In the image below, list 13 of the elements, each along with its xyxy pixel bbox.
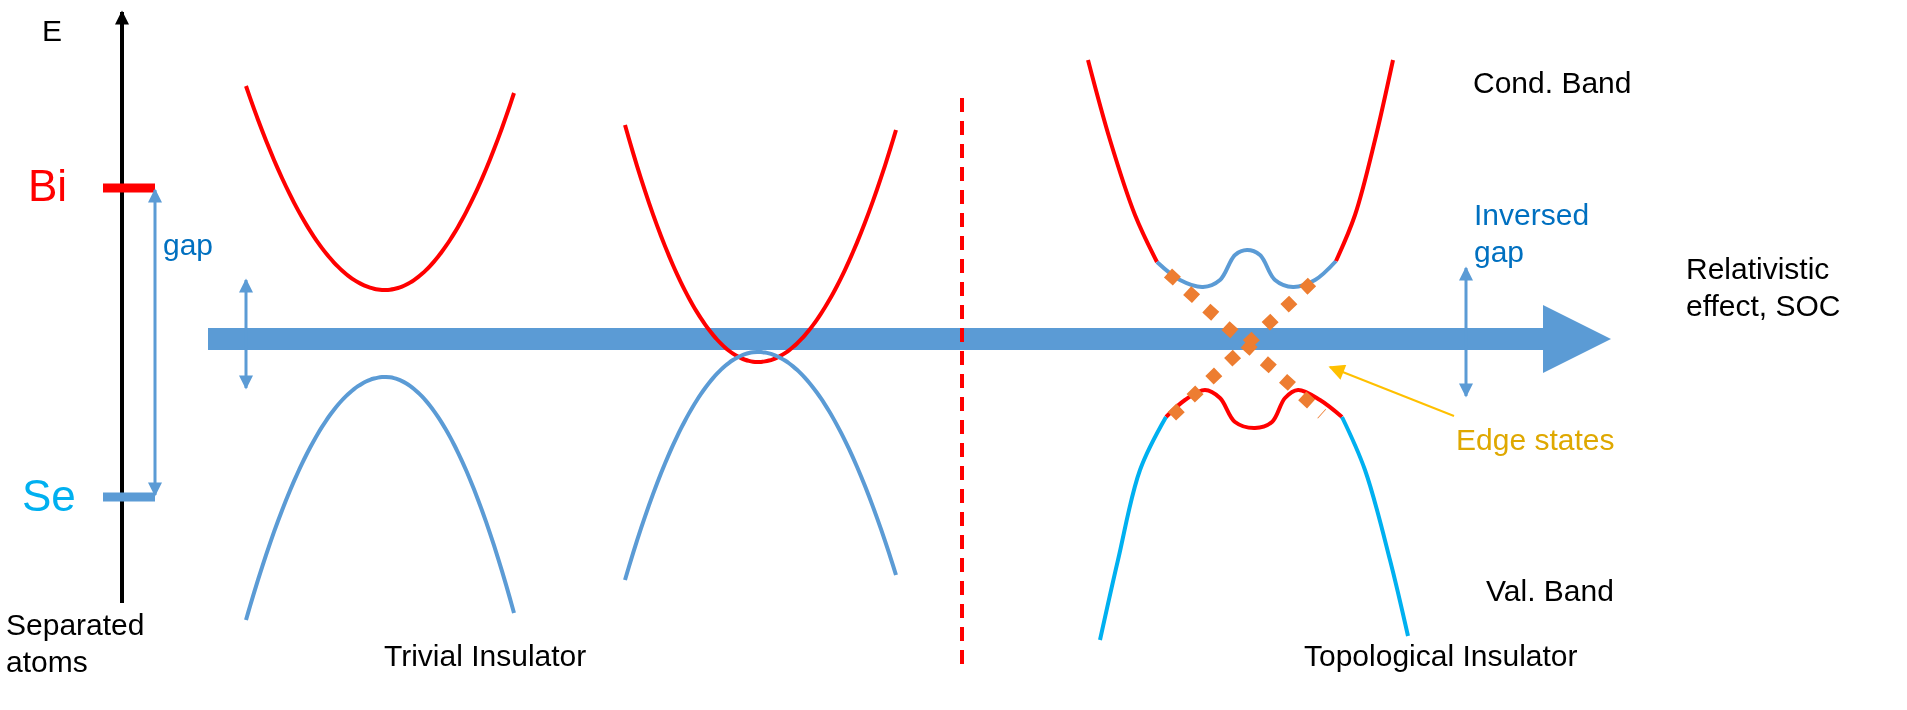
gap-label: gap bbox=[163, 227, 214, 263]
section-title: Topological Insulator bbox=[1304, 638, 1578, 674]
band-label: Cond. Band bbox=[1473, 65, 1632, 101]
effect-label: Relativistic effect, SOC bbox=[1686, 251, 1842, 324]
element-label: Se bbox=[22, 470, 76, 522]
element-label: Bi bbox=[28, 160, 68, 212]
callout-label: Edge states bbox=[1456, 422, 1615, 458]
section-title: Trivial Insulator bbox=[384, 638, 587, 674]
gap-label: Inversed gap bbox=[1474, 197, 1591, 270]
band-label: Val. Band bbox=[1486, 573, 1614, 609]
axis-label: Separated atoms bbox=[6, 607, 146, 680]
axis-label: E bbox=[42, 13, 62, 49]
leader-line bbox=[1328, 364, 1455, 417]
